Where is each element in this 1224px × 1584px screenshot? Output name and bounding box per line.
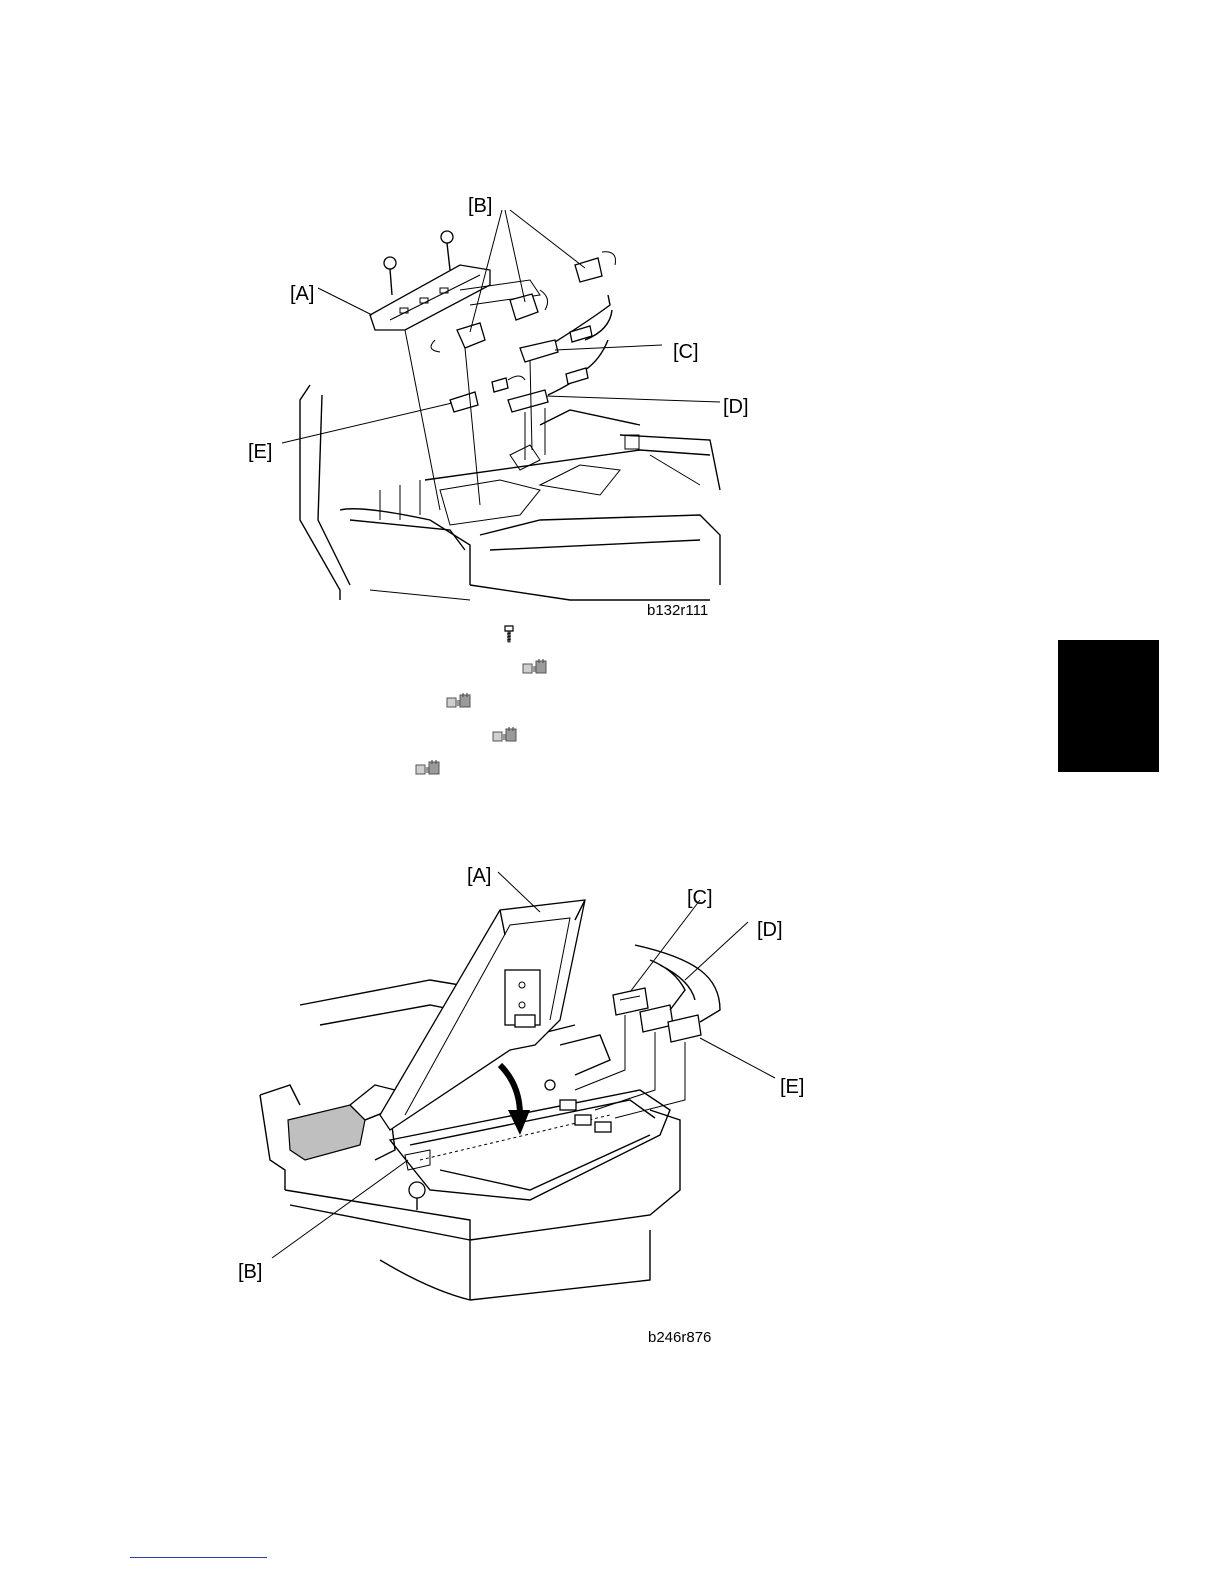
sensor-b-1 xyxy=(431,323,485,352)
leader-a-2 xyxy=(498,872,540,912)
footer-link-underline[interactable] xyxy=(130,1557,267,1558)
leader-c xyxy=(555,345,662,350)
figure-code: b132r111 xyxy=(647,602,708,619)
connector-icon xyxy=(492,726,518,746)
sensor-b-2 xyxy=(510,290,548,320)
screw-2 xyxy=(441,231,453,270)
label-a: [A] xyxy=(290,283,314,305)
screw-1 xyxy=(384,257,396,295)
sensor-e-2 xyxy=(668,1015,701,1042)
bracket-b-part xyxy=(405,1150,430,1170)
figure-1-drawing: [A] [B] [C] [D] [E] b132r111 xyxy=(240,190,760,630)
leader-e-2 xyxy=(700,1038,775,1078)
label-d-2: [D] xyxy=(757,919,783,941)
figure-sensor-bracket-exploded: [A] [B] [C] [D] [E] b132r111 xyxy=(240,190,760,630)
step-connector-icon-2 xyxy=(446,692,472,714)
label-d: [D] xyxy=(723,396,749,418)
adf-body-outline xyxy=(300,385,720,600)
leader-d xyxy=(546,396,720,402)
section-tab xyxy=(1058,640,1159,772)
leader-e xyxy=(282,403,452,443)
screw-icon xyxy=(501,624,517,644)
guide-plate-a xyxy=(380,900,585,1130)
label-a-2: [A] xyxy=(467,865,491,887)
figure-guide-plate-installation: [A] [B] [C] [D] [E] b246r876 xyxy=(230,860,830,1350)
leader-a xyxy=(318,288,372,315)
leader-b-2 xyxy=(272,1160,408,1258)
step-connector-icon-4 xyxy=(415,759,441,781)
label-b-2: [B] xyxy=(238,1261,262,1283)
figure-code-2: b246r876 xyxy=(648,1329,711,1346)
sensor-b-3 xyxy=(575,252,615,282)
label-c: [C] xyxy=(673,341,699,363)
connector-icon xyxy=(522,658,548,678)
screw-b-2 xyxy=(409,1182,425,1210)
label-b: [B] xyxy=(468,195,492,217)
rotation-arrow xyxy=(500,1065,530,1135)
sensor-drop-lines xyxy=(575,1015,685,1118)
leader-d-2 xyxy=(685,922,748,980)
step-connector-icon-3 xyxy=(492,726,518,748)
sensor-bracket-a xyxy=(370,265,540,330)
connector-icon xyxy=(415,759,441,779)
step-connector-icon-1 xyxy=(522,658,548,680)
figure-2-drawing: [A] [B] [C] [D] [E] b246r876 xyxy=(230,860,830,1350)
step-screw-icon xyxy=(501,624,517,646)
label-e-2: [E] xyxy=(780,1076,804,1098)
label-e: [E] xyxy=(248,441,272,463)
connector-icon xyxy=(446,692,472,712)
label-c-2: [C] xyxy=(687,887,713,909)
